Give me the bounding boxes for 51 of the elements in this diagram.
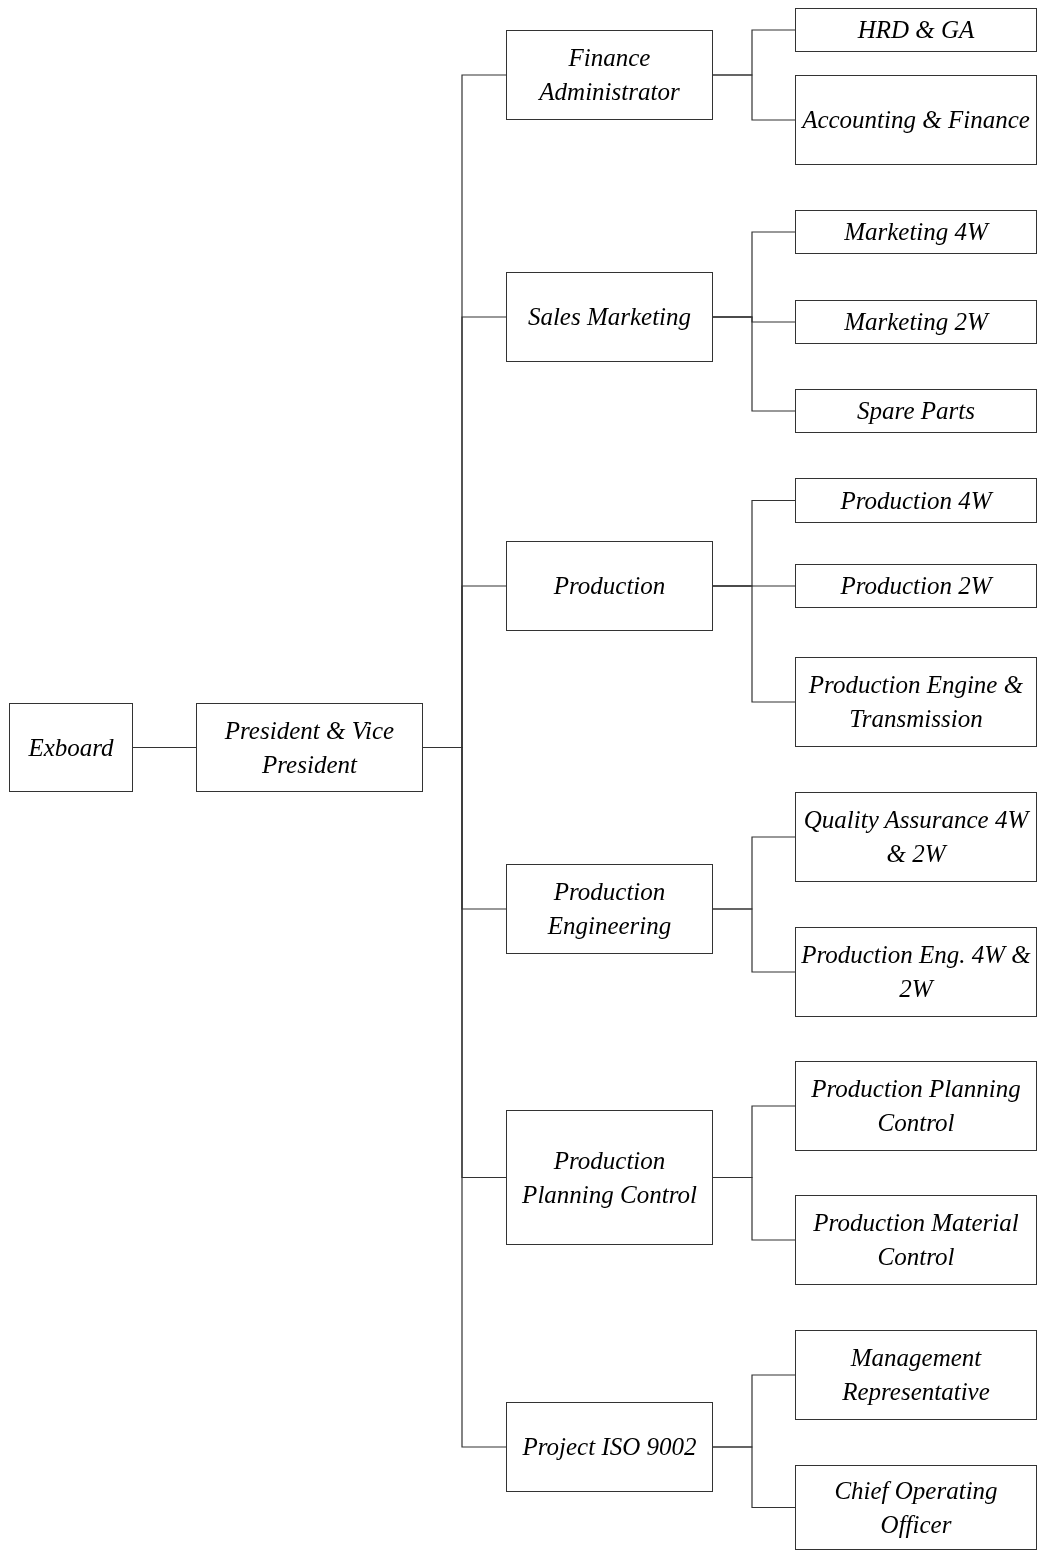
org-box <box>795 1330 1037 1420</box>
role-label: Accounting & Finance <box>802 105 1030 135</box>
role-label: Project ISO 9002 <box>522 1432 697 1462</box>
connector-line <box>712 316 796 412</box>
role-label: Spare Parts <box>857 396 975 426</box>
org-box <box>795 792 1037 882</box>
org-box <box>9 703 133 792</box>
role-label: Finance Administrator <box>537 43 681 107</box>
role-label: Marketing 4W <box>844 217 988 247</box>
org-box <box>506 30 713 120</box>
org-box <box>196 703 423 792</box>
role-label: Exboard <box>28 732 114 763</box>
connector-line <box>712 908 796 973</box>
org-box <box>506 272 713 362</box>
org-box <box>795 1195 1037 1285</box>
org-box <box>795 657 1037 747</box>
connector-line <box>712 74 796 121</box>
role-label: Production Engineering <box>546 877 673 941</box>
org-box <box>795 478 1037 523</box>
org-box <box>795 8 1037 52</box>
role-label: Production Planning Control <box>521 1145 698 1210</box>
role-label: Marketing 2W <box>844 307 988 337</box>
org-box <box>795 210 1037 254</box>
role-label: Sales Marketing <box>527 302 692 332</box>
role-label: Production Eng. 4W & 2W <box>800 940 1032 1004</box>
role-label: Chief Operating Officer <box>833 1475 999 1540</box>
org-box <box>795 75 1037 165</box>
role-label: HRD & GA <box>857 15 975 45</box>
org-box <box>795 389 1037 433</box>
role-label: Management Representative <box>841 1343 991 1407</box>
org-box <box>795 1465 1037 1550</box>
connector-line <box>712 1176 796 1241</box>
connector-line <box>712 585 796 703</box>
role-label: Production 2W <box>840 571 992 601</box>
role-label: Production Planning Control <box>810 1074 1022 1138</box>
role-label: Quality Assurance 4W & 2W <box>802 805 1031 869</box>
role-label: Production Engine & Transmission <box>807 670 1025 734</box>
org-box <box>795 300 1037 344</box>
role-label: Production <box>553 571 666 601</box>
org-box <box>795 927 1037 1017</box>
connector-line <box>132 746 197 749</box>
org-box <box>795 1061 1037 1151</box>
role-label: Production 4W <box>840 485 992 516</box>
role-label: President & Vice President <box>223 715 396 780</box>
role-label: Production Material Control <box>812 1208 1020 1272</box>
org-box <box>506 541 713 631</box>
org-box <box>506 1110 713 1245</box>
org-box <box>506 864 713 954</box>
connector-line <box>712 1446 796 1509</box>
org-box <box>795 564 1037 608</box>
org-box <box>506 1402 713 1492</box>
